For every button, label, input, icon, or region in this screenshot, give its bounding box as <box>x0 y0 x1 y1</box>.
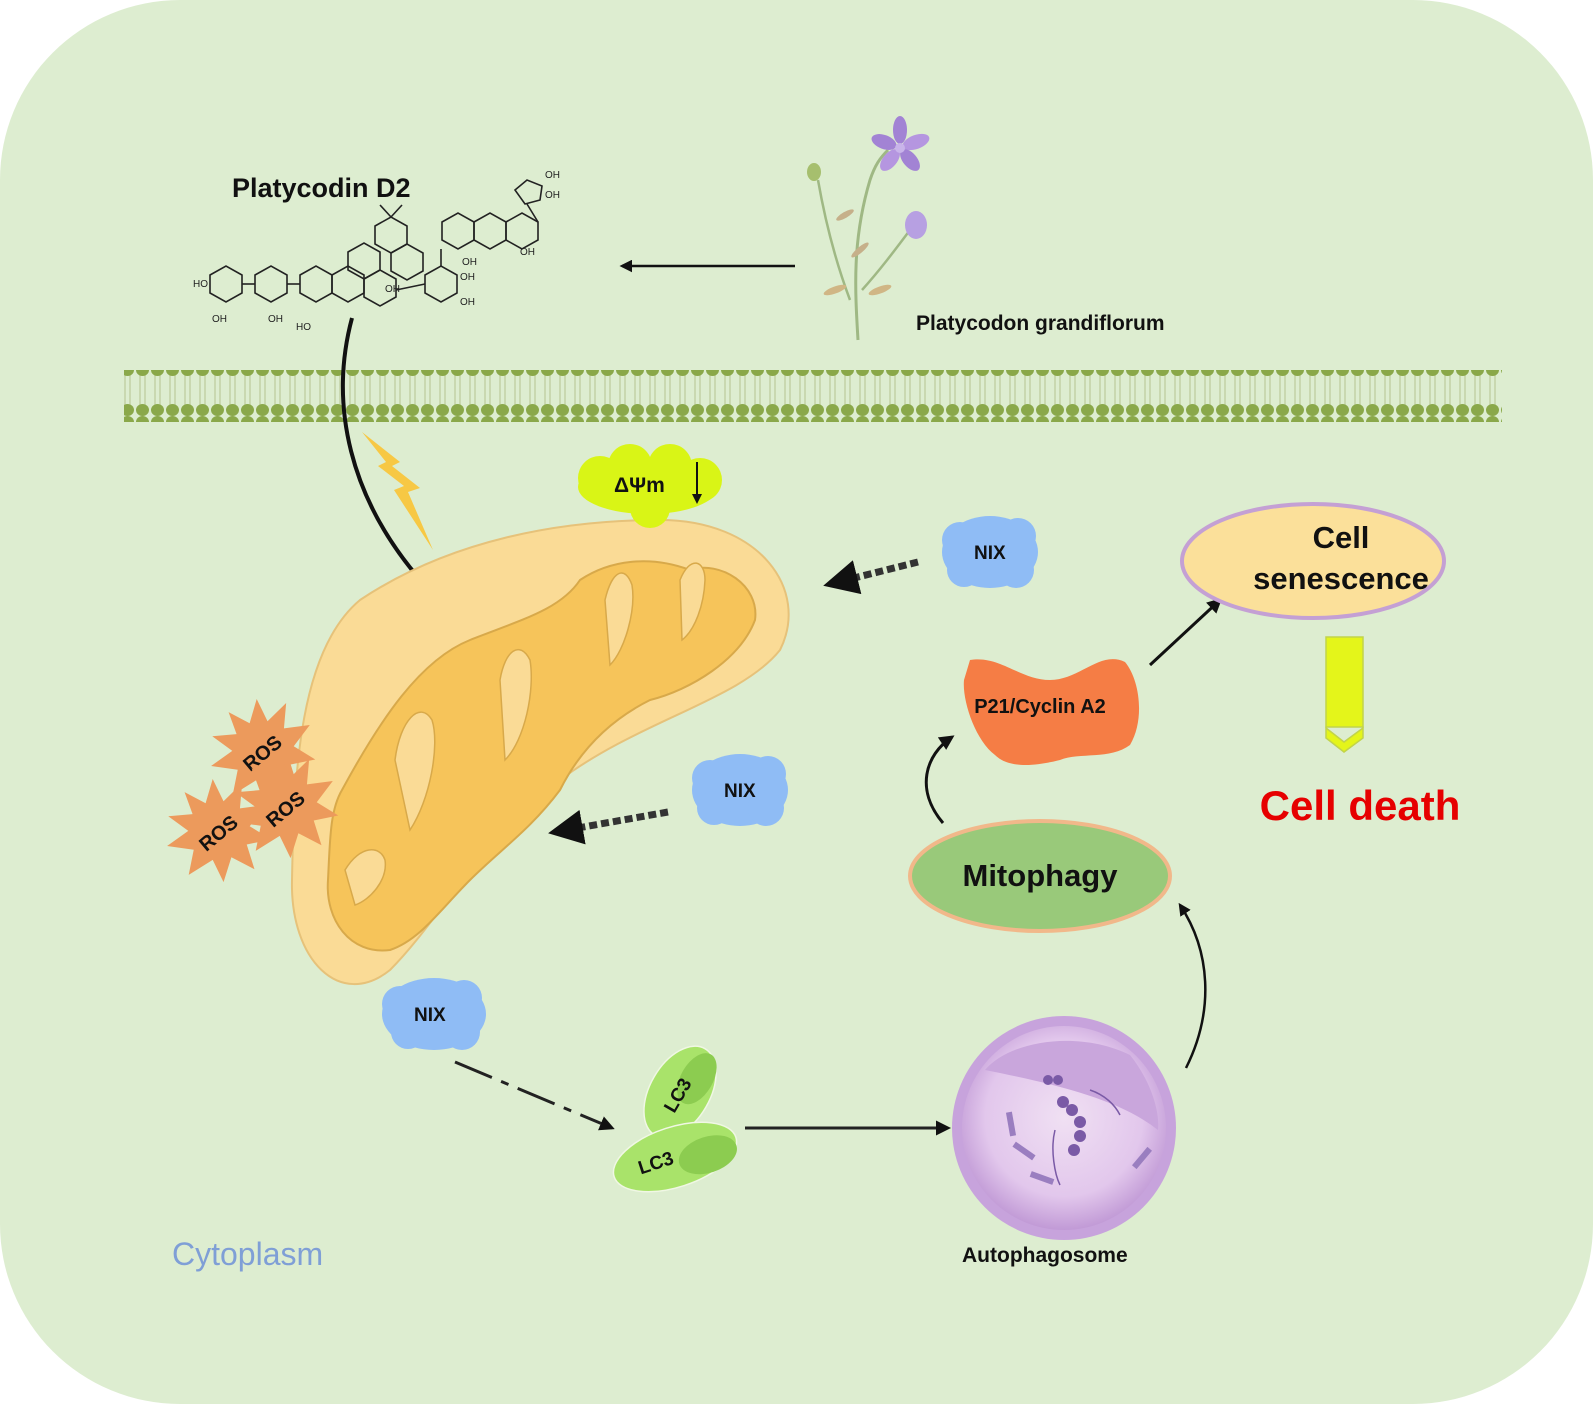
cytoplasm-label: Cytoplasm <box>172 1236 323 1272</box>
lightning-bolt-icon <box>362 432 433 550</box>
svg-text:NIX: NIX <box>974 543 1006 564</box>
platycodon-plant-illustration <box>807 116 930 341</box>
svg-text:OH: OH <box>385 284 400 295</box>
nix-protein-middle: NIX <box>692 754 788 826</box>
svg-text:NIX: NIX <box>414 1005 446 1026</box>
p21-cyclin-node: P21/Cyclin A2 <box>963 659 1140 765</box>
svg-text:Cell: Cell <box>1313 520 1370 555</box>
autophagosome-label: Autophagosome <box>962 1244 1128 1267</box>
svg-text:OH: OH <box>460 272 475 283</box>
p21-label: P21/Cyclin A2 <box>974 696 1106 718</box>
cell-senescence-node: Cell senescence <box>1180 502 1446 620</box>
svg-text:OH: OH <box>545 190 560 201</box>
svg-text:OH: OH <box>520 247 535 258</box>
nix-to-mito-arrow-top <box>823 558 919 595</box>
svg-text:senescence: senescence <box>1253 561 1429 596</box>
senescence-to-death-arrow <box>1325 636 1364 753</box>
compound-title: Platycodin D2 <box>232 173 411 203</box>
nix-protein-bottom: NIX <box>382 978 486 1050</box>
mitophagy-label: Mitophagy <box>963 858 1119 893</box>
svg-text:OH: OH <box>462 257 477 268</box>
autophagosome <box>952 1016 1176 1240</box>
svg-text:HO: HO <box>296 322 311 333</box>
lc3-proteins: LC3 LC3 <box>612 1045 738 1193</box>
mitochondrion <box>290 518 790 985</box>
molecule-labels: HO OH OH HO OH OH OH OH OH OH OH <box>193 170 560 333</box>
cell-membrane <box>124 370 1502 422</box>
mitophagy-to-p21-arrow <box>924 735 955 824</box>
p21-to-senescence-arrow <box>1148 597 1223 667</box>
platycodin-d2-structure <box>209 179 543 307</box>
nix-to-mito-arrow-middle <box>548 808 669 845</box>
compound-entry-arrow <box>340 317 435 596</box>
svg-text:ΔΨm: ΔΨm <box>614 474 665 497</box>
svg-text:NIX: NIX <box>724 781 756 802</box>
ros-burst: ROS <box>234 755 339 859</box>
svg-text:OH: OH <box>212 314 227 325</box>
ros-cluster: ROS ROS ROS <box>167 699 339 883</box>
plant-label: Platycodon grandiflorum <box>916 312 1165 335</box>
ros-burst: ROS <box>167 779 272 883</box>
nix-protein-top: NIX <box>942 516 1038 588</box>
svg-text:OH: OH <box>460 297 475 308</box>
membrane-potential-badge: ΔΨm <box>578 444 722 528</box>
nix-to-lc3-arrow <box>454 1060 615 1131</box>
cell-death-label: Cell death <box>1260 782 1461 829</box>
svg-text:OH: OH <box>545 170 560 181</box>
autophagosome-to-mitophagy-arrow <box>1178 902 1207 1069</box>
svg-text:HO: HO <box>193 279 208 290</box>
svg-text:OH: OH <box>268 314 283 325</box>
mitophagy-node: Mitophagy <box>908 819 1172 933</box>
